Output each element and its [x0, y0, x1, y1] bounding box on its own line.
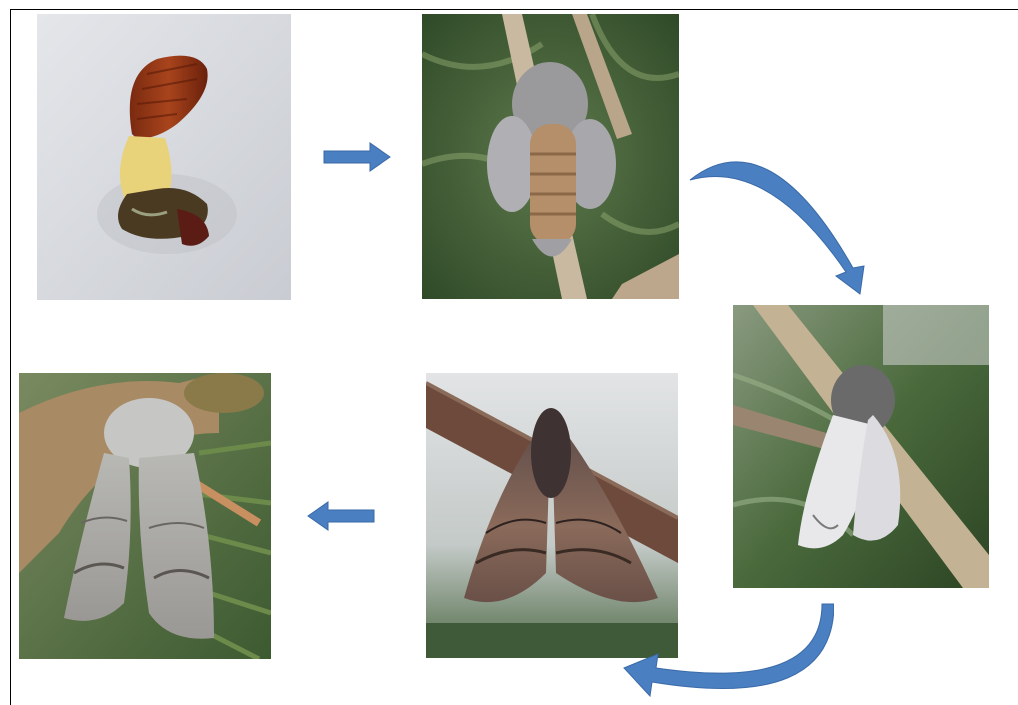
photo-emerging-moth	[422, 14, 679, 299]
figure-frame-top	[10, 9, 1018, 10]
photo-wing-expansion	[733, 305, 989, 588]
arrow-right-icon	[322, 141, 392, 173]
photo-adult-moth-at-rest	[19, 373, 271, 659]
curved-arrow-left-icon	[622, 602, 834, 705]
curved-arrow-down-icon	[688, 148, 880, 298]
arrow-left-icon	[306, 500, 376, 532]
figure-frame-left	[10, 9, 11, 705]
photo-pupa	[37, 14, 291, 300]
